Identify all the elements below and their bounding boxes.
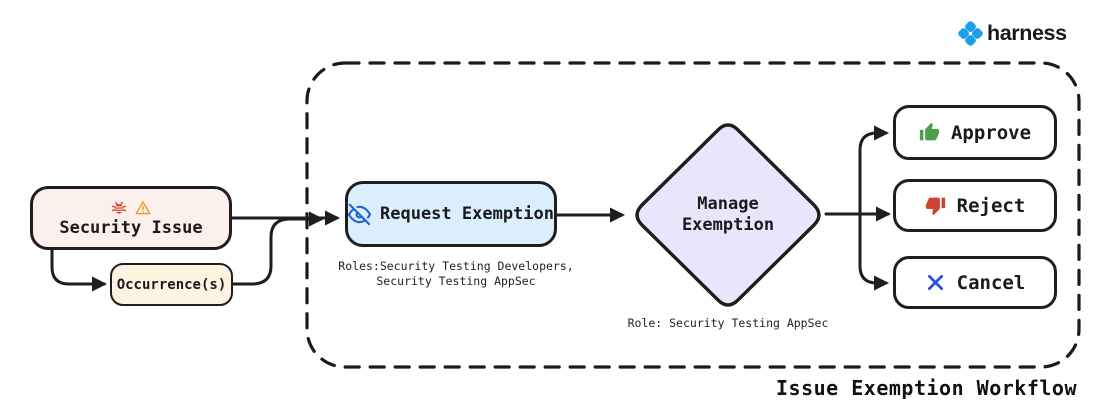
approve-label: Approve [950, 121, 1032, 144]
thumbs-down-icon [925, 197, 945, 216]
eye-off-icon [348, 203, 371, 225]
security-issue-icons [110, 199, 152, 217]
node-manage-exemption-shape[interactable] [628, 116, 828, 314]
warning-icon [135, 200, 151, 214]
x-icon [927, 274, 943, 291]
reject-label: Reject [956, 194, 1026, 217]
request-exemption-label: Request Exemption [380, 204, 554, 224]
node-manage-exemption: Manage Exemption [628, 116, 828, 314]
node-security-issue[interactable]: Security Issue [30, 186, 232, 250]
occurrence-label: Occurrence(s) [116, 276, 227, 293]
node-approve[interactable]: Approve [893, 105, 1057, 160]
node-request-exemption[interactable]: Request Exemption [345, 181, 557, 247]
role-note: Role: Security Testing AppSec [627, 316, 829, 330]
node-reject[interactable]: Reject [893, 179, 1057, 232]
harness-logo-text: harness [987, 21, 1067, 45]
roles-note-line2: Security Testing AppSec [376, 274, 536, 288]
bug-icon [111, 201, 127, 214]
harness-logo-icon [958, 21, 983, 46]
cancel-label: Cancel [956, 271, 1026, 294]
node-cancel[interactable]: Cancel [893, 256, 1057, 309]
manage-exemption-label-line1: Manage [697, 194, 759, 214]
node-occurrence[interactable]: Occurrence(s) [110, 263, 233, 306]
harness-logo: harness [957, 20, 1067, 47]
manage-exemption-label-line2: Exemption [681, 215, 775, 235]
security-issue-label: Security Issue [59, 217, 203, 238]
roles-note: Roles:Security Testing Developers, Secur… [316, 259, 596, 289]
thumbs-up-icon [919, 122, 940, 141]
roles-note-line1: Roles:Security Testing Developers, [338, 259, 574, 273]
workflow-caption: Issue Exemption Workflow [776, 376, 1077, 400]
